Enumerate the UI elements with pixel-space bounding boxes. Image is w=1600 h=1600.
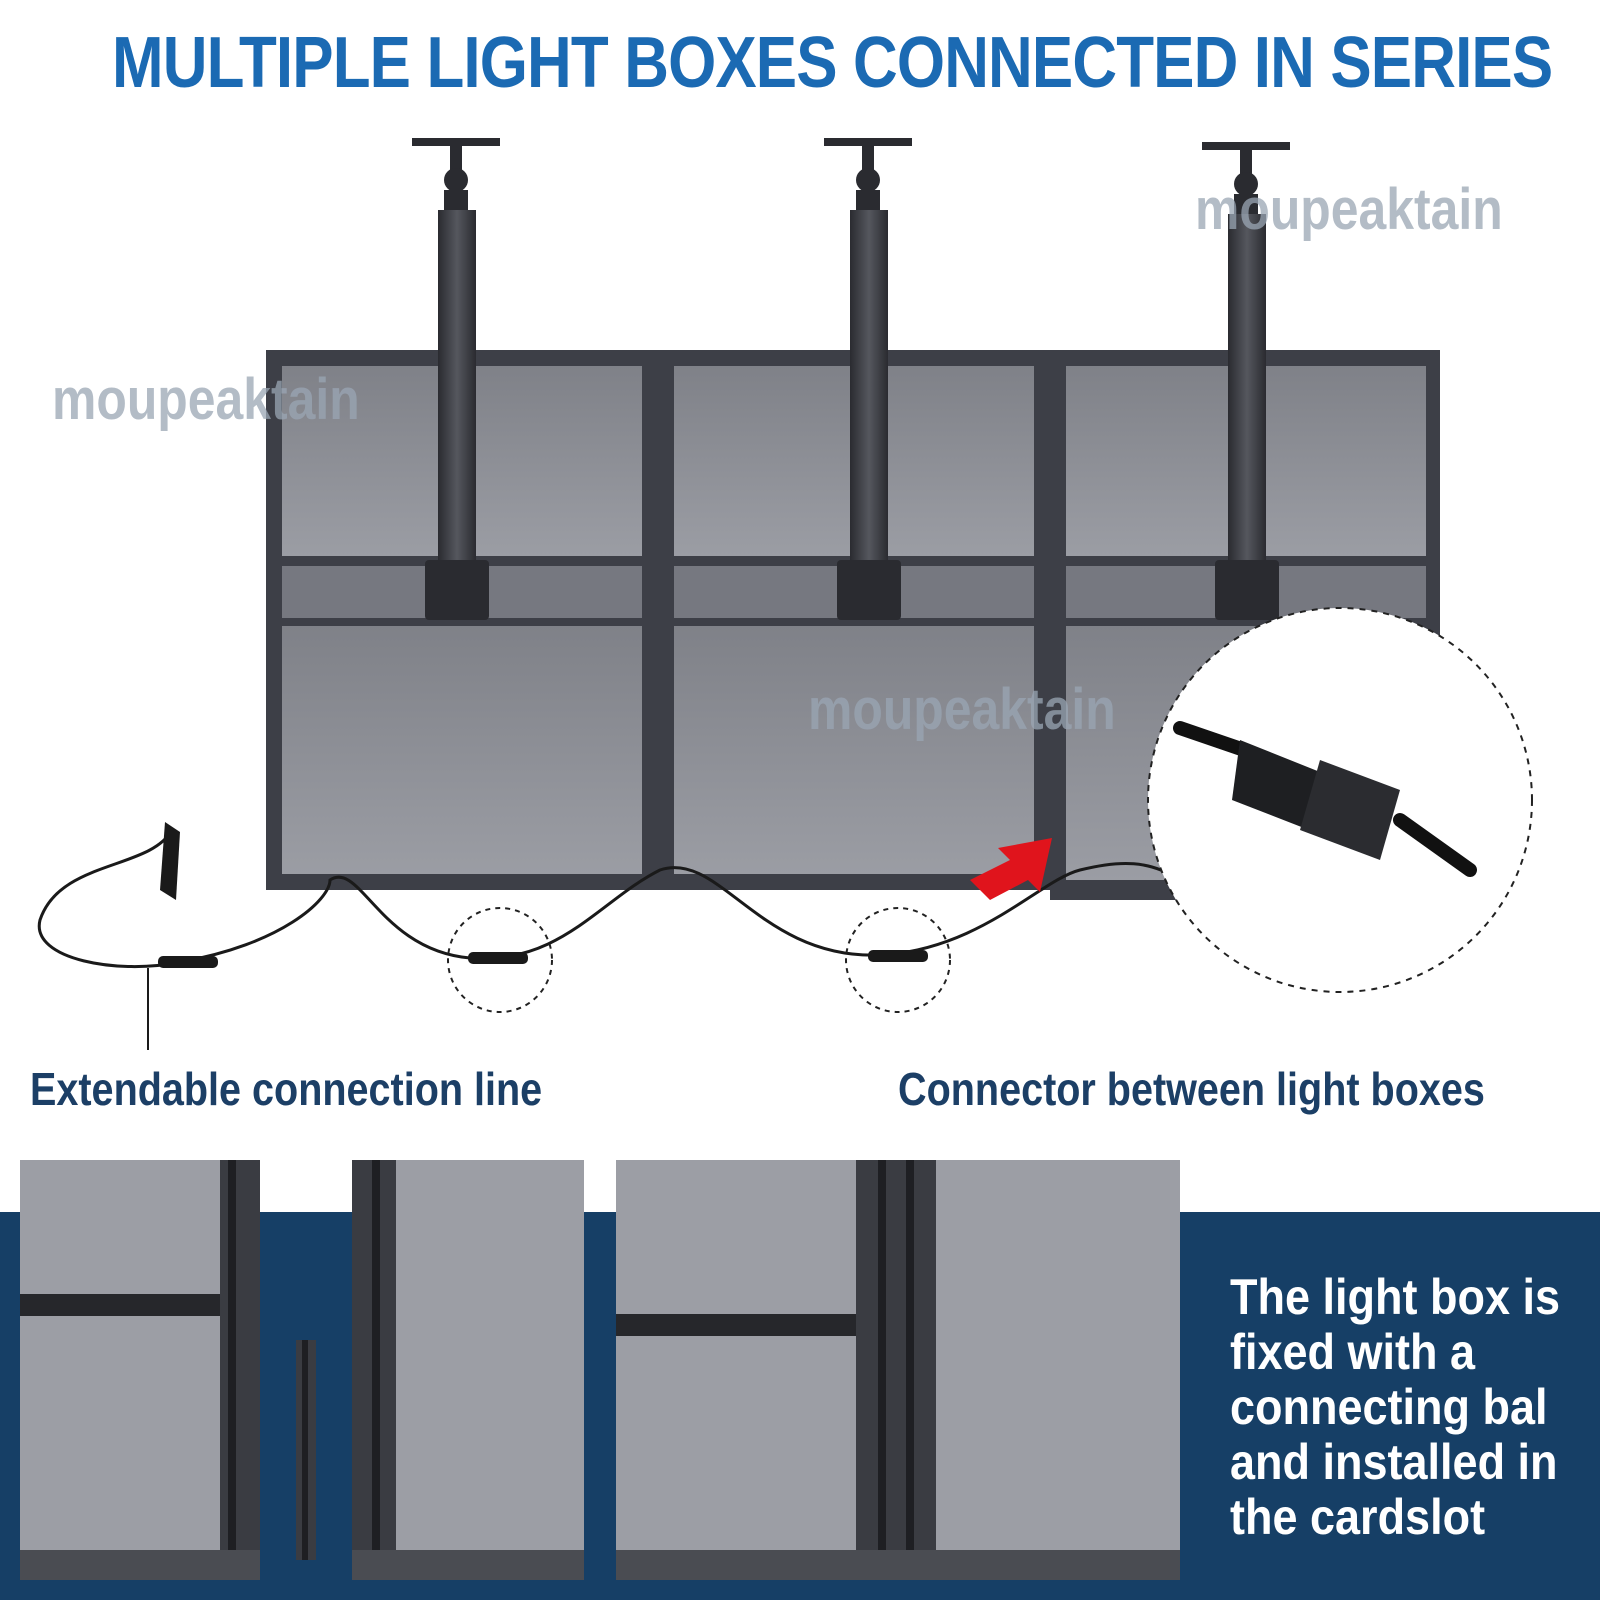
- caption-line: The light box is: [1230, 1269, 1561, 1325]
- caption-line: connecting bal: [1230, 1379, 1548, 1435]
- plug-icon: [160, 822, 180, 900]
- watermark: moupeaktain: [808, 677, 1116, 742]
- page-title: MULTIPLE LIGHT BOXES CONNECTED IN SERIES: [112, 23, 1553, 103]
- connector-zoom: [1147, 607, 1533, 993]
- connector-label: Connector between light boxes: [898, 1063, 1485, 1115]
- red-arrow-icon: [970, 838, 1052, 900]
- cable-connector-1: [158, 956, 218, 968]
- detail-photo-2: [352, 1160, 584, 1580]
- hanging-pole-1: [412, 138, 500, 620]
- caption-line: fixed with a: [1230, 1324, 1476, 1380]
- magnifier-circle-icon: [447, 907, 553, 1013]
- watermark: moupeaktain: [52, 367, 360, 432]
- magnifier-circle-icon: [845, 907, 951, 1013]
- detail-photo-3: [616, 1160, 1180, 1580]
- cable-connector-3: [868, 950, 928, 962]
- caption-line: and installed in: [1230, 1434, 1558, 1490]
- caption-line: the cardslot: [1230, 1489, 1486, 1545]
- hanging-pole-3: [1202, 142, 1290, 620]
- detail-photo-1: [20, 1160, 260, 1580]
- extendable-line-label: Extendable connection line: [30, 1063, 543, 1115]
- watermark: moupeaktain: [1195, 177, 1503, 242]
- hanging-pole-2: [824, 138, 912, 620]
- cable-connector-2: [468, 952, 528, 964]
- light-box-illustration: [37, 138, 1533, 1050]
- detail-photo-bar: [296, 1340, 316, 1560]
- panel-caption: The light box is fixed with a connecting…: [1230, 1269, 1561, 1545]
